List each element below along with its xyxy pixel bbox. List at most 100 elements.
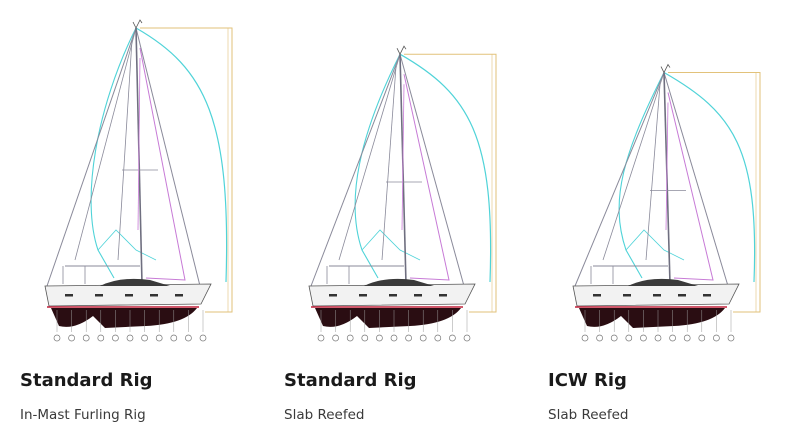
staysail-luff	[665, 102, 669, 231]
mainsail-leech	[602, 72, 665, 261]
station-marker	[126, 334, 134, 342]
portlight	[175, 294, 183, 297]
hull-underbody	[315, 308, 461, 328]
station-marker	[463, 334, 471, 342]
station-marker	[376, 334, 383, 342]
station-marker	[53, 334, 61, 342]
coachroof	[100, 278, 170, 286]
coachroof	[628, 278, 698, 286]
sail-plan-diagram	[308, 45, 497, 342]
spinnaker-luff	[618, 72, 665, 279]
wind-indicator	[660, 63, 671, 73]
hull-underbody	[579, 308, 725, 328]
station-marker	[97, 334, 105, 342]
spinnaker-luff	[354, 53, 401, 279]
mainsail-leech	[338, 54, 401, 261]
station-marker	[141, 334, 148, 342]
station-marker	[185, 334, 192, 342]
rig-subtitle: In-Mast Furling Rig	[20, 407, 146, 423]
wind-indicator	[132, 19, 143, 29]
station-marker	[361, 334, 369, 342]
spinnaker-luff	[90, 27, 137, 279]
forestay	[399, 54, 465, 287]
dimension-line	[140, 27, 233, 313]
station-marker	[596, 334, 603, 342]
station-marker	[434, 334, 442, 342]
portlight	[65, 294, 73, 297]
mast-aft	[645, 84, 661, 261]
station-marker	[390, 334, 398, 342]
portlight	[439, 294, 447, 297]
spinnaker-outline	[135, 27, 228, 283]
rig-title: Standard Rig	[20, 370, 153, 391]
station-marker	[317, 334, 325, 342]
station-marker	[112, 334, 119, 342]
rig-title: ICW Rig	[548, 370, 627, 391]
portlight	[329, 294, 337, 297]
genoa-outline	[403, 74, 450, 281]
hull-underbody	[51, 308, 197, 328]
spinnaker-outline	[399, 53, 492, 283]
portlight	[95, 294, 103, 297]
portlight	[150, 294, 158, 297]
rig-card-3: ICW Rig Slab Reefed	[548, 0, 800, 446]
mast-aft	[381, 66, 397, 261]
sail-plan-diagram	[44, 19, 233, 342]
mainsail-leech	[74, 27, 137, 261]
station-marker	[346, 334, 354, 342]
station-marker	[683, 334, 691, 342]
spinnaker-foot	[625, 229, 685, 261]
portlight	[593, 294, 601, 297]
station-marker	[727, 334, 735, 342]
staysail-luff	[137, 57, 141, 231]
station-marker	[332, 334, 339, 342]
dimension-line	[404, 53, 497, 313]
rig-card-1: Standard Rig In-Mast Furling Rig	[20, 0, 284, 446]
station-marker	[713, 334, 720, 342]
bimini-frame	[590, 266, 614, 284]
genoa-outline	[667, 92, 714, 281]
rig-card-2: Standard Rig Slab Reefed	[284, 0, 548, 446]
portlight	[703, 294, 711, 297]
dimension-line	[668, 72, 761, 313]
station-marker	[640, 334, 647, 342]
backstay	[310, 54, 401, 287]
station-marker	[170, 334, 178, 342]
coachroof	[364, 278, 434, 286]
wind-indicator	[396, 45, 407, 55]
rig-subtitle: Slab Reefed	[548, 407, 629, 423]
genoa-outline	[139, 47, 186, 281]
forestay	[135, 27, 201, 287]
backstay	[574, 72, 665, 287]
station-marker	[155, 334, 163, 342]
station-marker	[625, 334, 633, 342]
station-marker	[669, 334, 676, 342]
station-marker	[82, 334, 90, 342]
portlight	[389, 294, 397, 297]
station-marker	[698, 334, 706, 342]
portlight	[359, 294, 367, 297]
station-marker	[654, 334, 662, 342]
station-marker	[405, 334, 412, 342]
spinnaker-foot	[361, 229, 421, 261]
portlight	[623, 294, 631, 297]
forestay	[663, 72, 729, 287]
station-marker	[419, 334, 427, 342]
portlight	[414, 294, 422, 297]
mast-aft	[117, 39, 133, 261]
bimini-frame	[62, 266, 86, 284]
sail-plan-diagram	[572, 63, 761, 342]
portlight	[653, 294, 661, 297]
station-marker	[581, 334, 589, 342]
station-marker	[449, 334, 456, 342]
staysail-luff	[401, 84, 405, 231]
bimini-frame	[326, 266, 350, 284]
station-marker	[610, 334, 618, 342]
spinnaker-foot	[97, 229, 157, 261]
spinnaker-outline	[663, 72, 756, 283]
portlight	[125, 294, 133, 297]
rig-title: Standard Rig	[284, 370, 417, 391]
portlight	[678, 294, 686, 297]
rig-subtitle: Slab Reefed	[284, 407, 365, 423]
backstay	[46, 27, 137, 287]
